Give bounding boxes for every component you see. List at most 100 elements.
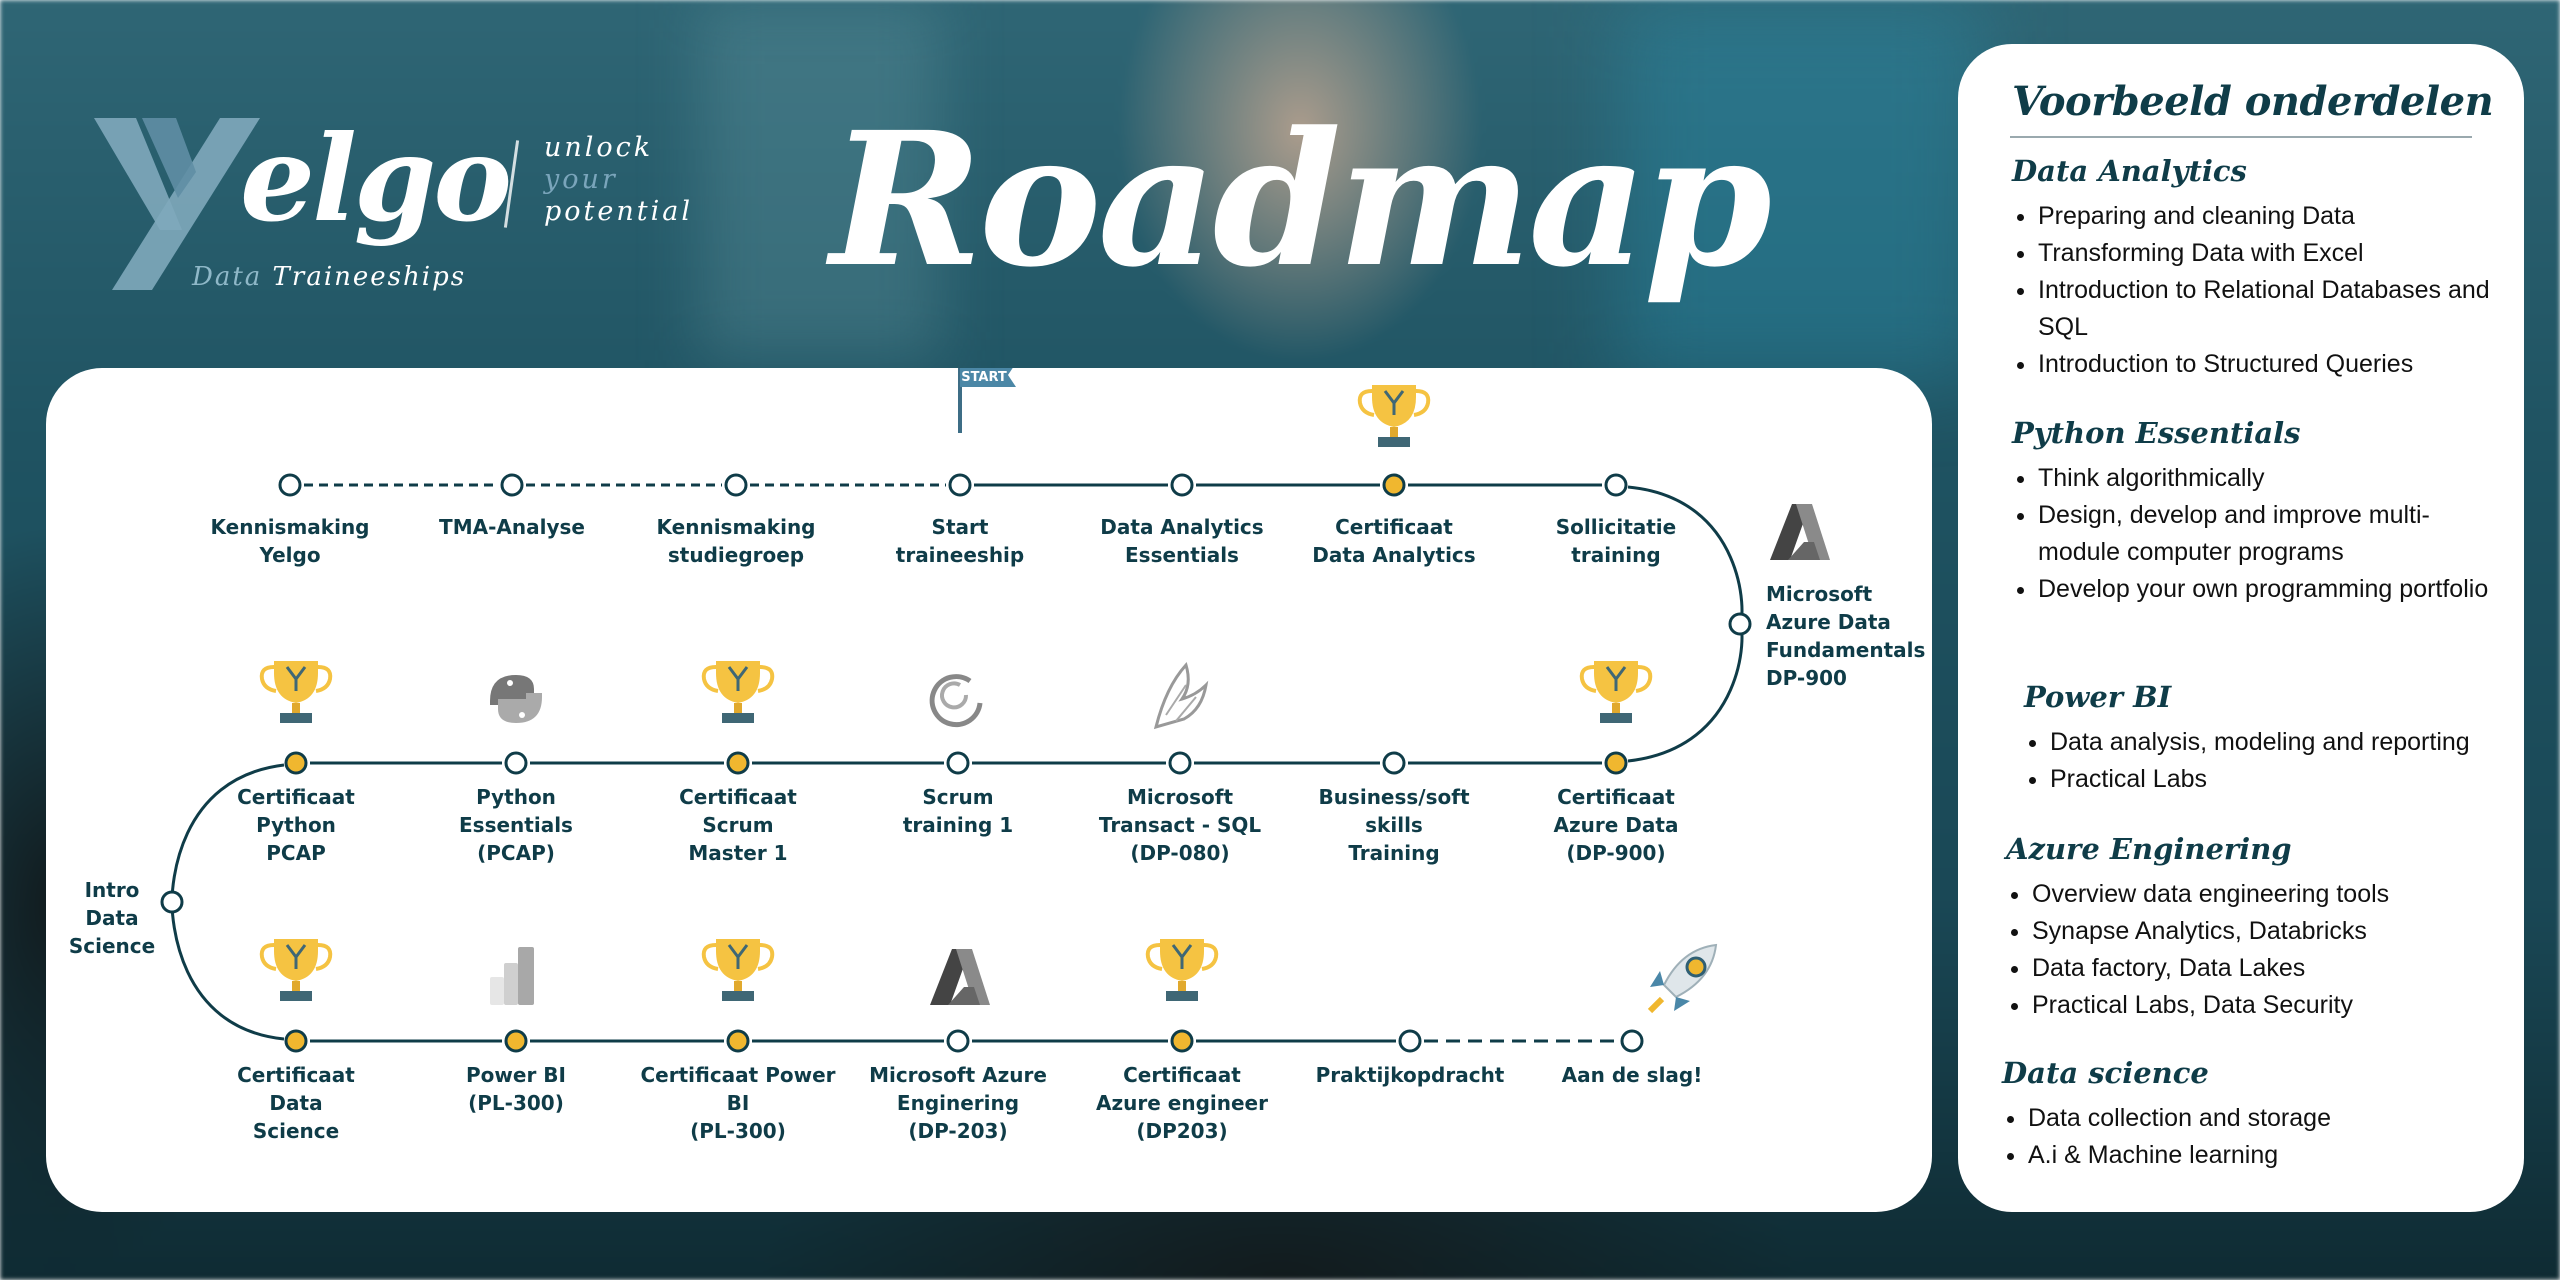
- azure-icon: [1770, 504, 1830, 560]
- roadmap-node: [1168, 751, 1192, 775]
- roadmap-node: [948, 473, 972, 497]
- roadmap-node: [1170, 473, 1194, 497]
- list-item: Preparing and cleaning Data: [2038, 198, 2494, 235]
- roadmap-node: [1382, 751, 1406, 775]
- section-heading: Python Essentials: [2012, 416, 2301, 450]
- roadmap-path: START: [160, 368, 1830, 1053]
- section-heading: Power BI: [2024, 680, 2172, 714]
- step-label: Microsoft Azure Enginering (DP-203): [869, 1063, 1047, 1143]
- step-label: Certificaat Power BI (PL-300): [640, 1063, 836, 1143]
- roadmap-node: [1620, 1029, 1644, 1053]
- section-list: Data collection and storageA.i & Machine…: [2002, 1100, 2494, 1174]
- background-light: [1620, 0, 1980, 380]
- milestone-node: [726, 751, 750, 775]
- step-label: Certificaat Azure Data (DP-900): [1553, 785, 1679, 865]
- milestone-node: [1604, 751, 1628, 775]
- start-flag-icon: START: [958, 368, 1016, 433]
- roadmap-node: [1398, 1029, 1422, 1053]
- section-heading: Data Analytics: [2012, 154, 2247, 188]
- list-item: Practical Labs, Data Security: [2032, 987, 2494, 1024]
- step-label: Certificaat Azure engineer (DP203): [1096, 1063, 1268, 1143]
- step-label: Power BI (PL-300): [466, 1063, 566, 1115]
- step-label: TMA-Analyse: [439, 515, 585, 539]
- trophy-icon: [701, 939, 775, 1001]
- milestone-node: [1170, 1029, 1194, 1053]
- step-label: Microsoft Azure Data Fundamentals DP-900: [1766, 582, 1926, 690]
- list-item: Data factory, Data Lakes: [2032, 950, 2494, 987]
- section-list: Overview data engineering toolsSynapse A…: [2006, 876, 2494, 1024]
- trophy-icon: [1579, 661, 1653, 723]
- list-item: Design, develop and improve multi-module…: [2038, 497, 2494, 571]
- list-item: Data collection and storage: [2028, 1100, 2494, 1137]
- milestone-node: [284, 1029, 308, 1053]
- section-list: Think algorithmicallyDesign, develop and…: [2012, 460, 2494, 608]
- roadmap-node: [946, 1029, 970, 1053]
- step-label: Praktijkopdracht: [1315, 1063, 1505, 1087]
- page-title: Roadmap: [830, 92, 1772, 308]
- example-modules-card: Voorbeeld onderdelen Data AnalyticsPrepa…: [1958, 44, 2524, 1212]
- roadmap-node: [946, 751, 970, 775]
- roadmap-node: [278, 473, 302, 497]
- logo-wordmark: elgo: [240, 109, 512, 248]
- scrum-icon: [929, 674, 983, 728]
- list-item: Overview data engineering tools: [2032, 876, 2494, 913]
- step-label: Business/soft skills Training: [1318, 785, 1470, 865]
- list-item: Transforming Data with Excel: [2038, 235, 2494, 272]
- side-title: Voorbeeld onderdelen: [2012, 78, 2494, 125]
- azure-icon: [930, 949, 990, 1005]
- list-item: Introduction to Relational Databases and…: [2038, 272, 2494, 346]
- list-item: Data analysis, modeling and reporting: [2050, 724, 2494, 761]
- step-label: Certificaat Data Analytics: [1312, 515, 1476, 567]
- step-label: Aan de slag!: [1561, 1063, 1703, 1087]
- section-list: Preparing and cleaning DataTransforming …: [2012, 198, 2494, 383]
- module-section: Data scienceData collection and storageA…: [2002, 1056, 2494, 1174]
- sql-server-icon: [1153, 662, 1209, 730]
- milestone-node: [726, 1029, 750, 1053]
- step-label: Kennismaking studiegroep: [656, 515, 816, 567]
- list-item: Practical Labs: [2050, 761, 2494, 798]
- roadmap-card: START Kennismaking Yelgo TMA-Analyse Kenni…: [46, 368, 1932, 1212]
- roadmap-node: [500, 473, 524, 497]
- module-section: Azure EngineringOverview data engineerin…: [2006, 832, 2494, 1024]
- title-divider: [2010, 136, 2472, 138]
- trophy-icon: [1357, 385, 1431, 447]
- start-flag-text: START: [961, 370, 1007, 385]
- step-label: Sollicitatie training: [1555, 515, 1677, 567]
- milestone-node: [284, 751, 308, 775]
- roadmap-node: [160, 890, 184, 914]
- milestone-node: [1382, 473, 1406, 497]
- step-label: Microsoft Transact - SQL (DP-080): [1098, 785, 1262, 865]
- section-heading: Data science: [2002, 1056, 2209, 1090]
- roadmap-node: [504, 751, 528, 775]
- logo-subtitle: Data Traineeships: [192, 262, 467, 292]
- step-label: Certificaat Scrum Master 1: [679, 785, 797, 865]
- power-bi-icon: [490, 947, 534, 1005]
- list-item: Think algorithmically: [2038, 460, 2494, 497]
- module-section: Power BI Data analysis, modeling and repo…: [2024, 680, 2494, 798]
- roadmap-node: [724, 473, 748, 497]
- rocket-icon: [1647, 943, 1718, 1014]
- step-label: Start traineeship: [895, 515, 1025, 567]
- python-icon: [490, 675, 542, 723]
- section-heading: Azure Enginering: [2006, 832, 2292, 866]
- step-label: Kennismaking Yelgo: [210, 515, 370, 567]
- background-window: [700, 0, 940, 360]
- roadmap-node: [1604, 473, 1628, 497]
- step-label: Python Essentials (PCAP): [459, 785, 573, 865]
- list-item: Introduction to Structured Queries: [2038, 346, 2494, 383]
- step-label: Certificaat Python PCAP: [237, 785, 355, 865]
- trophy-icon: [259, 939, 333, 1001]
- step-label: Scrum training 1: [902, 785, 1014, 837]
- logo-slogan: unlock your potential: [544, 132, 693, 227]
- step-label: Data Analytics Essentials: [1100, 515, 1264, 567]
- trophy-icon: [1145, 939, 1219, 1001]
- section-list: Data analysis, modeling and reportingPra…: [2024, 724, 2494, 798]
- module-section: Data AnalyticsPreparing and cleaning Dat…: [2012, 154, 2494, 383]
- trophy-icon: [259, 661, 333, 723]
- step-label: Certificaat Data Science: [237, 1063, 355, 1143]
- step-label: Intro Data Science: [68, 878, 156, 958]
- trophy-icon: [701, 661, 775, 723]
- module-section: Python EssentialsThink algorithmicallyDe…: [2012, 416, 2494, 608]
- list-item: Synapse Analytics, Databricks: [2032, 913, 2494, 950]
- list-item: Develop your own programming portfolio: [2038, 571, 2494, 608]
